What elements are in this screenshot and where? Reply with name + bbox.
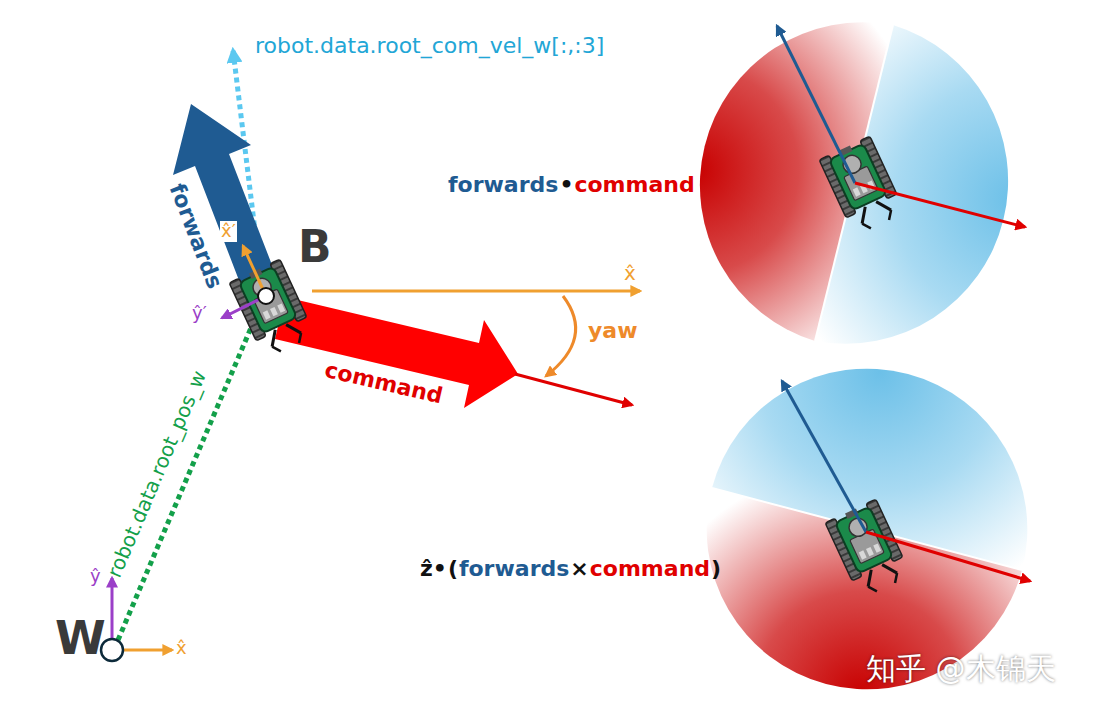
formula-term: command (590, 556, 710, 581)
formula-operator: × (570, 556, 588, 581)
illustration-part (855, 183, 1025, 227)
formula-operator: ẑ• (420, 556, 447, 581)
x-axis (312, 290, 640, 293)
illustration-part (782, 381, 866, 532)
command-direction (515, 374, 632, 405)
formula-term: forwards (448, 172, 558, 197)
cross-product-disk (707, 369, 1030, 690)
command-arrow (275, 297, 518, 408)
formula-operator: • (559, 172, 573, 197)
yaw-arc (546, 296, 576, 376)
axis-label: x̂ (624, 262, 636, 285)
axis-label: ŷ′ (192, 303, 207, 324)
axis-label: x̂ (176, 638, 187, 659)
axis-label: ŷ (90, 566, 101, 587)
position-vector (118, 302, 262, 640)
illustration-part (825, 499, 911, 599)
dot-product-disk (700, 22, 1025, 344)
formula-term: forwards (459, 556, 569, 581)
velocity-label: robot.data.root_com_vel_w[:,:3] (255, 33, 604, 58)
formula-term: command (574, 172, 694, 197)
illustration-part (815, 25, 1008, 344)
watermark: 知乎 @木锦天 (866, 652, 1056, 687)
axis-label: x̂′ (220, 221, 237, 242)
frame-label: B (298, 222, 332, 273)
body-origin (258, 288, 274, 304)
illustration-part (777, 26, 855, 183)
formula-operator: ) (711, 556, 721, 581)
angle-label: yaw (588, 318, 638, 343)
formula-operator: ( (448, 556, 458, 581)
frame-label: W (55, 612, 106, 665)
illustration-part (866, 532, 1030, 581)
